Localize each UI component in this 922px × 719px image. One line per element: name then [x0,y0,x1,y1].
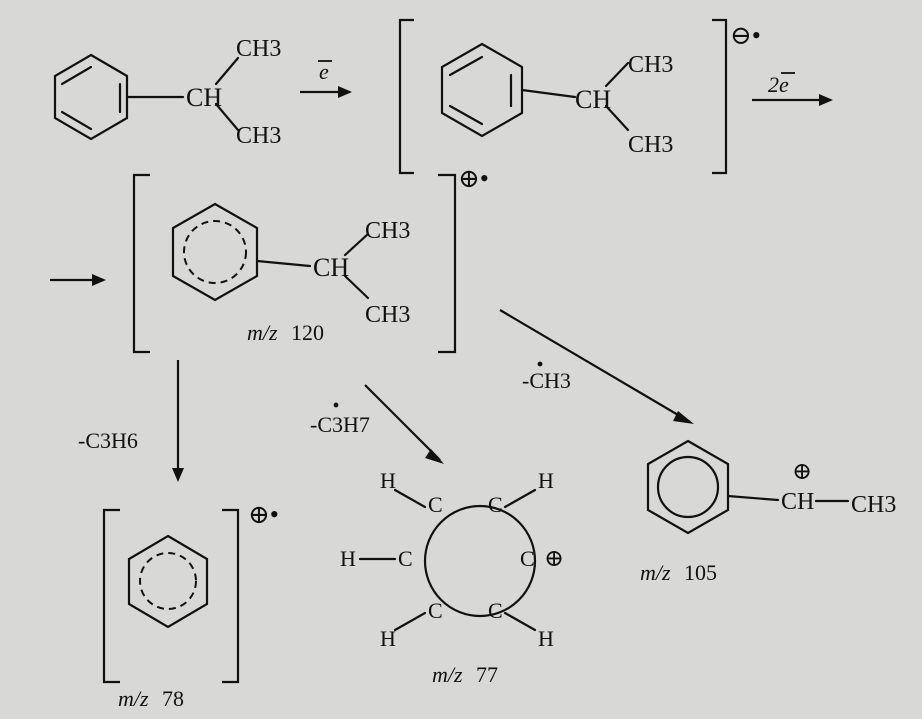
benzene-ring [171,202,259,302]
ch3-bond-top [343,232,370,257]
ch-label: CH [186,83,222,112]
mz-prefix: m/z [640,560,671,585]
carbon-label: C [488,492,503,517]
carbon-label: C [428,598,443,623]
ch-label: CH [313,253,349,282]
hydrogen-label: H [538,468,554,493]
loss-c3h7-path: -C3H7 [310,384,444,464]
benzene-ring [646,439,730,535]
double-bond [60,110,93,131]
mz-value: 77 [476,662,498,687]
charge-label: ⊖• [730,21,761,50]
hydrogen-label: H [380,626,396,651]
radical-anion: CH CH3 CH3 ⊖• [398,18,761,175]
step2-arrow: 2e [752,72,833,106]
mz-prefix: m/z [247,320,278,345]
charge-label: ⊕• [458,164,489,193]
ch3-bond-top [214,56,240,86]
ch3-bottom-label: CH3 [628,132,673,158]
electron-label: e [319,59,329,84]
loss-ch3-label: -CH3 [522,368,571,393]
ch-bond [393,611,427,632]
ch3-label: CH3 [851,492,896,518]
ring-ch-bond [255,259,312,268]
double-bond [448,104,484,126]
continuation-arrow [50,274,106,286]
radical-dot [333,402,339,408]
ch3-text: CH3 [236,36,281,62]
ch-bond [503,611,537,632]
charge-label: ⊕ [544,546,564,572]
double-bond [60,65,93,86]
ch-label: CH [575,85,611,114]
ch-label: CH [781,489,814,515]
carbon-label: C [428,492,443,517]
ion-78: ⊕• m/z 78 [102,500,279,711]
hydrogen-label: H [538,626,554,651]
aromatic-circle [423,504,537,618]
charge-label: ⊕• [248,500,279,529]
hydrogen-label: H [380,468,396,493]
benzene-ring [440,42,524,138]
ch3-bond-bottom [214,102,240,132]
label-text: -C3H6 [78,428,138,453]
right-bracket [712,18,728,175]
carbon-label: C [398,546,413,571]
right-bracket [222,508,240,684]
carbon-label: C [520,546,535,571]
hydrogen-label: H [340,546,356,571]
ch3-bottom-label: CH3 [236,123,281,149]
carbon-label: C [488,598,503,623]
molecular-ion: CH CH3 CH3 ⊕• m/z 120 [132,164,489,354]
double-bond [448,55,484,77]
aromatic-circle [656,455,720,519]
charge-label: ⊕ [792,459,812,485]
benzene-ring [53,53,129,141]
loss-ch3-path: -CH3 [499,309,694,424]
step1-arrow: e [300,59,352,98]
right-bracket [438,173,457,354]
ring-ch-bond [520,88,577,99]
ion-105: CH CH3 ⊕ m/z 105 [640,439,896,585]
ch3-top-label: CH3 [365,218,410,244]
reactant-cumene: CH CH3 CH3 [53,36,281,149]
loss-c3h6-label: -C3H6 [78,428,138,453]
ring-ch-bond [726,494,780,502]
radical-dot [537,361,543,367]
mz-prefix: m/z [118,686,149,711]
ch-bond [393,488,427,509]
ch-bond [503,488,537,509]
delocalized-circle [183,220,247,284]
ch3-top-label: CH3 [236,36,281,62]
mz-value: 78 [162,686,184,711]
ion-77: C C C C C C ⊕ H H H H H m/z 77 [340,468,564,687]
electrons-label: 2e [768,72,789,97]
mz-prefix: m/z [432,662,463,687]
ch3-bond-top [604,61,630,88]
ch3-bond-bottom [604,104,630,132]
benzene-ring [127,534,209,629]
left-bracket [132,173,150,354]
loss-c3h7-label: -C3H7 [310,412,370,437]
ch3-top-label: CH3 [628,52,673,78]
ch3-text: CH3 [236,123,281,149]
left-bracket [102,508,120,684]
mz-value: 120 [291,320,324,345]
loss-c3h6-path: -C3H6 [78,360,184,482]
ch3-bond-bottom [343,274,370,300]
delocalized-circle [139,552,197,610]
mz-value: 105 [684,560,717,585]
ch3-bottom-label: CH3 [365,302,410,328]
left-bracket [398,18,414,175]
